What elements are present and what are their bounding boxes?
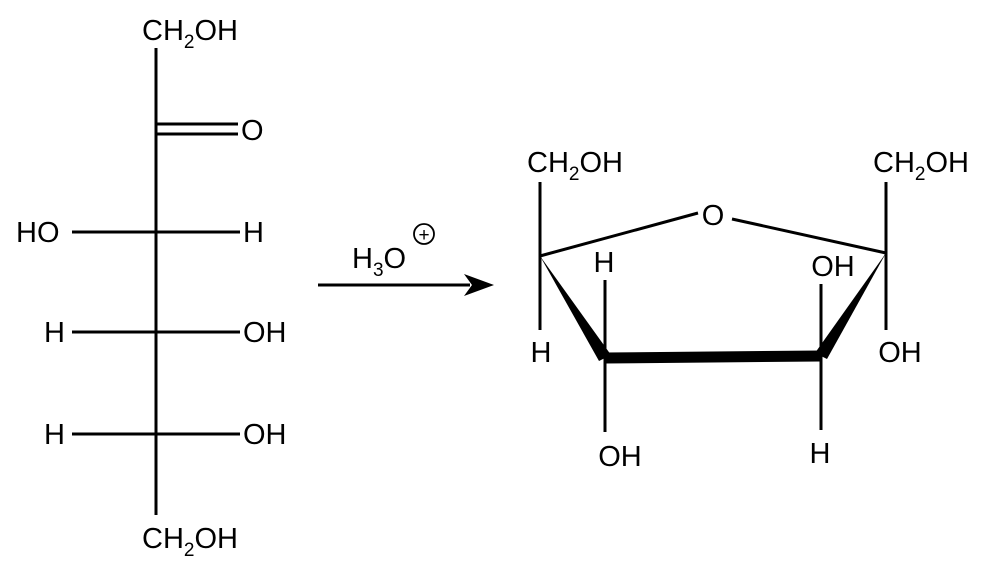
ring-c4-h: H <box>594 247 615 279</box>
ring-c3-h: H <box>810 438 831 470</box>
ring-right-ch2oh: CH2OH <box>873 147 969 185</box>
ring-bond-o-c2 <box>731 217 887 255</box>
fischer-bottom-ch2oh: CH2OH <box>142 523 238 561</box>
fischer-row2-left: H <box>44 317 65 349</box>
fischer-projection: CH2OH O HO H H OH H OH CH2OH <box>16 15 287 561</box>
reagent-label: H3O + <box>352 223 435 281</box>
ring-bond-front <box>604 350 822 364</box>
arrow-head <box>464 274 494 296</box>
ring-c4-oh: OH <box>598 441 642 473</box>
fischer-row2-right: OH <box>243 317 287 349</box>
reagent-hydronium: H3O <box>352 243 406 281</box>
fischer-row1-right: H <box>243 217 264 249</box>
ring-c2-oh: OH <box>878 337 922 369</box>
ring-c3-oh: OH <box>811 251 855 283</box>
reaction-arrow <box>318 274 494 296</box>
ring-wedge-left <box>540 256 611 361</box>
fischer-row3-left: H <box>44 419 65 451</box>
ring-c5-h: H <box>531 337 552 369</box>
ring-oxygen: O <box>702 200 725 232</box>
ring-wedge-right <box>815 253 886 359</box>
fischer-top-ch2oh: CH2OH <box>142 15 238 53</box>
haworth-ring: O CH2OH CH2OH H H OH OH H OH <box>527 147 969 473</box>
fischer-row3-right: OH <box>243 419 287 451</box>
positive-charge-circle <box>413 223 435 245</box>
ring-bond-c5-o <box>539 211 699 258</box>
ring-left-ch2oh: CH2OH <box>527 147 623 185</box>
fischer-row1-left: HO <box>16 217 60 249</box>
fischer-carbonyl-oxygen: O <box>241 115 264 147</box>
positive-charge-sign: + <box>418 225 429 246</box>
